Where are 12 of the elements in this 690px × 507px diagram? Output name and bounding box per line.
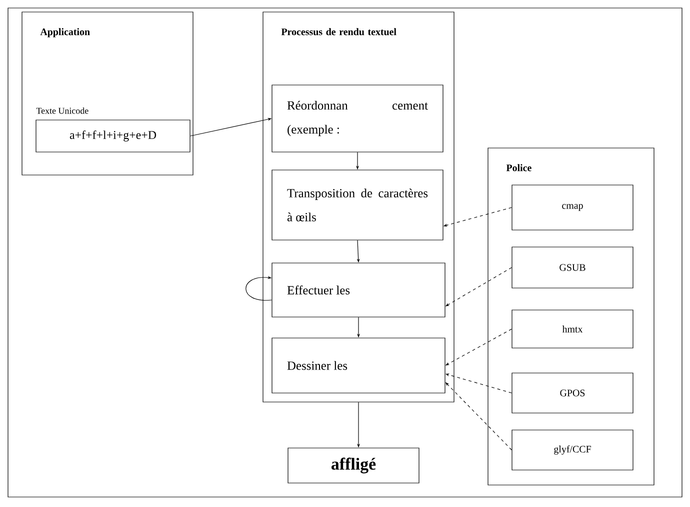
table-box: cmap — [512, 184, 634, 230]
table-box: glyf/CCF — [512, 430, 634, 470]
arrow — [246, 276, 272, 301]
process-box: Transposition de caractères à œils — [272, 170, 444, 240]
table-box: GPOS — [512, 372, 634, 414]
process-box: Dessiner les — [272, 338, 446, 394]
table-box: hmtx — [512, 310, 634, 348]
table-box: GSUB — [512, 246, 634, 288]
process-box: Effectuer les — [272, 262, 446, 318]
text-box: a+f+f+l+i+g+e+D — [36, 120, 190, 152]
result-box: affligé — [288, 448, 420, 484]
process-box: Réordonnan cement (exemple : — [272, 84, 444, 152]
